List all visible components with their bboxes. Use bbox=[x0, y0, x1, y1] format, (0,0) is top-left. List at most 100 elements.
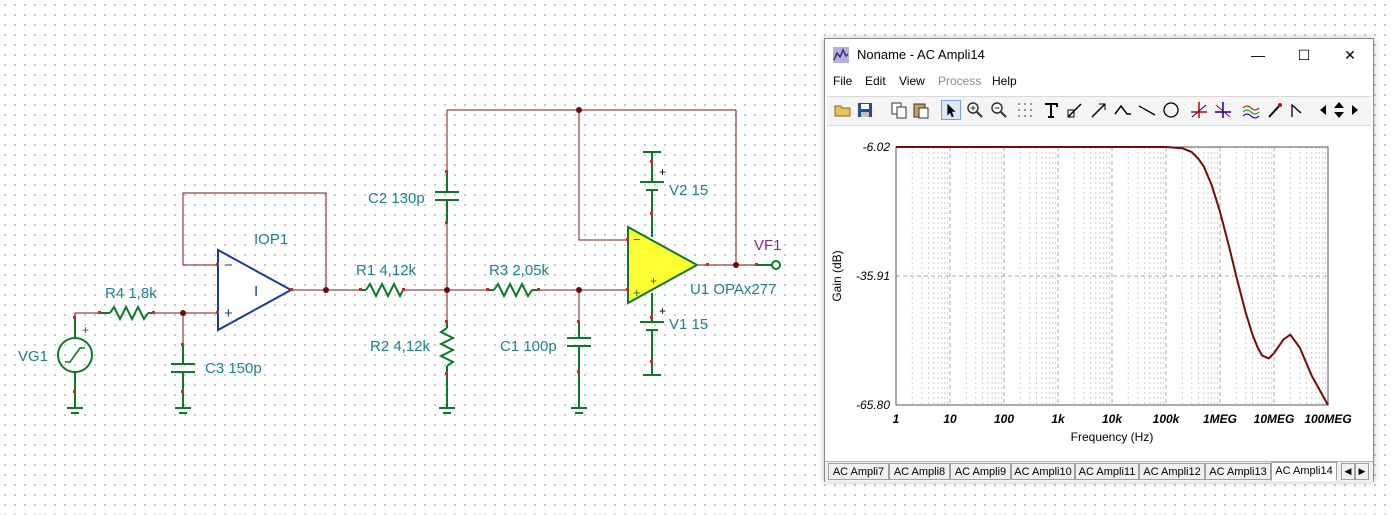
tab-ac-ampli14[interactable]: AC Ampli14 bbox=[1271, 462, 1337, 481]
menu-bar: File Edit View Process Help bbox=[825, 71, 1373, 93]
svg-text:+: + bbox=[650, 274, 657, 288]
minimize-button[interactable]: — bbox=[1251, 47, 1265, 63]
scroll-updown-icon[interactable] bbox=[1331, 100, 1347, 120]
battery-v2[interactable]: + bbox=[640, 151, 666, 212]
toolbar bbox=[827, 96, 1371, 126]
curve-tool-icon[interactable] bbox=[1113, 100, 1133, 120]
x-tick-label: 1MEG bbox=[1203, 412, 1237, 426]
save-icon[interactable] bbox=[855, 100, 875, 120]
tab-ac-ampli8[interactable]: AC Ampli8 bbox=[889, 463, 950, 480]
x-tick-label: 100k bbox=[1153, 412, 1181, 426]
svg-text:+: + bbox=[659, 165, 666, 179]
tab-scroll-right-icon[interactable]: ▶ bbox=[1355, 463, 1369, 480]
capacitor-c3[interactable] bbox=[171, 345, 195, 414]
r2-label: R2 4,12k bbox=[370, 338, 431, 355]
cursor-a-icon[interactable] bbox=[1189, 100, 1209, 120]
maximize-button[interactable]: ☐ bbox=[1297, 47, 1311, 63]
zoom-in-icon[interactable] bbox=[965, 100, 985, 120]
svg-text:+: + bbox=[633, 285, 641, 300]
c3-label: C3 150p bbox=[205, 360, 262, 377]
x-tick-label: 10k bbox=[1102, 412, 1123, 426]
pen-icon[interactable] bbox=[1265, 100, 1285, 120]
copy-icon[interactable] bbox=[889, 100, 909, 120]
scroll-left-icon[interactable] bbox=[1317, 100, 1329, 120]
step-icon[interactable] bbox=[1289, 100, 1309, 120]
c1-label: C1 100p bbox=[500, 338, 557, 355]
y-axis-label: Gain (dB) bbox=[830, 250, 844, 301]
tab-ac-ampli10[interactable]: AC Ampli10 bbox=[1011, 463, 1075, 480]
r1-label: R1 4,12k bbox=[356, 262, 417, 279]
scroll-right-icon[interactable] bbox=[1349, 100, 1361, 120]
resistor-r4[interactable] bbox=[100, 304, 153, 322]
app-icon bbox=[833, 47, 849, 63]
text-icon[interactable] bbox=[1041, 100, 1061, 120]
tab-scroll-left-icon[interactable]: ◀ bbox=[1341, 463, 1355, 480]
y-tick-label: -6.02 bbox=[863, 140, 891, 154]
tab-ac-ampli13[interactable]: AC Ampli13 bbox=[1205, 463, 1271, 480]
line-tool-icon[interactable] bbox=[1065, 100, 1085, 120]
y-tick-label: -65.80 bbox=[856, 398, 890, 412]
menu-process: Process bbox=[938, 74, 982, 88]
menu-help[interactable]: Help bbox=[992, 74, 1017, 88]
schematic-canvas[interactable]: + VG1 R4 1,8k C3 150p − + I IOP1 R1 4,12… bbox=[0, 0, 820, 515]
v1-label: V1 15 bbox=[669, 316, 708, 333]
resistor-r1[interactable] bbox=[360, 281, 404, 299]
tab-ac-ampli12[interactable]: AC Ampli12 bbox=[1139, 463, 1205, 480]
menu-edit[interactable]: Edit bbox=[865, 74, 886, 88]
wave-icon[interactable] bbox=[1241, 100, 1261, 120]
cursor-b-icon[interactable] bbox=[1213, 100, 1233, 120]
tab-ac-ampli7[interactable]: AC Ampli7 bbox=[828, 463, 889, 480]
open-icon[interactable] bbox=[833, 100, 853, 120]
gain-series-line bbox=[896, 146, 1329, 406]
pointer-icon[interactable] bbox=[941, 100, 961, 120]
vf1-label: VF1 bbox=[754, 237, 782, 254]
y-tick-label: -35.91 bbox=[856, 269, 890, 283]
x-tick-label: 10MEG bbox=[1254, 412, 1295, 426]
junctions bbox=[180, 107, 739, 316]
opamp-u1[interactable]: − + + bbox=[627, 212, 700, 318]
ideal-opamp-iop1[interactable]: − + I bbox=[217, 248, 294, 332]
wires bbox=[74, 109, 772, 345]
svg-text:+: + bbox=[659, 304, 666, 318]
r4-label: R4 1,8k bbox=[105, 285, 157, 302]
tab-ac-ampli11[interactable]: AC Ampli11 bbox=[1075, 463, 1139, 480]
x-tick-label: 1k bbox=[1051, 412, 1066, 426]
r3-label: R3 2,05k bbox=[489, 262, 550, 279]
title-bar[interactable]: Noname - AC Ampli14 — ☐ ✕ bbox=[825, 39, 1373, 71]
battery-v1[interactable]: + bbox=[640, 304, 666, 376]
svg-text:+: + bbox=[82, 323, 89, 337]
resistor-r2[interactable] bbox=[438, 322, 456, 414]
vg1-label: VG1 bbox=[18, 348, 48, 365]
svg-text:+: + bbox=[224, 305, 233, 322]
close-button[interactable]: ✕ bbox=[1344, 47, 1356, 63]
arrow-tool-icon[interactable] bbox=[1089, 100, 1109, 120]
grid-icon[interactable] bbox=[1015, 100, 1035, 120]
u1-label: U1 OPAx277 bbox=[690, 281, 776, 298]
iop1-symbol: I bbox=[254, 283, 258, 300]
source-vg1[interactable]: + bbox=[57, 318, 93, 414]
window-title: Noname - AC Ampli14 bbox=[857, 47, 985, 62]
ac-analysis-window[interactable]: Noname - AC Ampli14 — ☐ ✕ File Edit View… bbox=[824, 38, 1374, 482]
x-tick-label: 100MEG bbox=[1304, 412, 1351, 426]
resistor-r3[interactable] bbox=[487, 281, 538, 299]
c2-label: C2 130p bbox=[368, 190, 425, 207]
x-tick-label: 10 bbox=[943, 412, 957, 426]
menu-view[interactable]: View bbox=[899, 74, 925, 88]
zoom-out-icon[interactable] bbox=[989, 100, 1009, 120]
plot-grid bbox=[895, 147, 1328, 405]
paste-icon[interactable] bbox=[911, 100, 931, 120]
line-icon[interactable] bbox=[1137, 100, 1157, 120]
x-axis-label: Frequency (Hz) bbox=[1071, 430, 1154, 444]
x-tick-label: 1 bbox=[893, 412, 900, 426]
y-tick-labels: -6.02 -35.91 -65.80 bbox=[856, 140, 890, 412]
iop1-label: IOP1 bbox=[254, 231, 288, 248]
menu-file[interactable]: File bbox=[833, 74, 853, 88]
capacitor-c1[interactable] bbox=[567, 320, 591, 414]
circle-icon[interactable] bbox=[1161, 100, 1181, 120]
capacitor-c2[interactable] bbox=[435, 170, 459, 222]
svg-text:−: − bbox=[224, 257, 233, 274]
tab-ac-ampli9[interactable]: AC Ampli9 bbox=[950, 463, 1011, 480]
output-vf1[interactable] bbox=[755, 260, 781, 270]
